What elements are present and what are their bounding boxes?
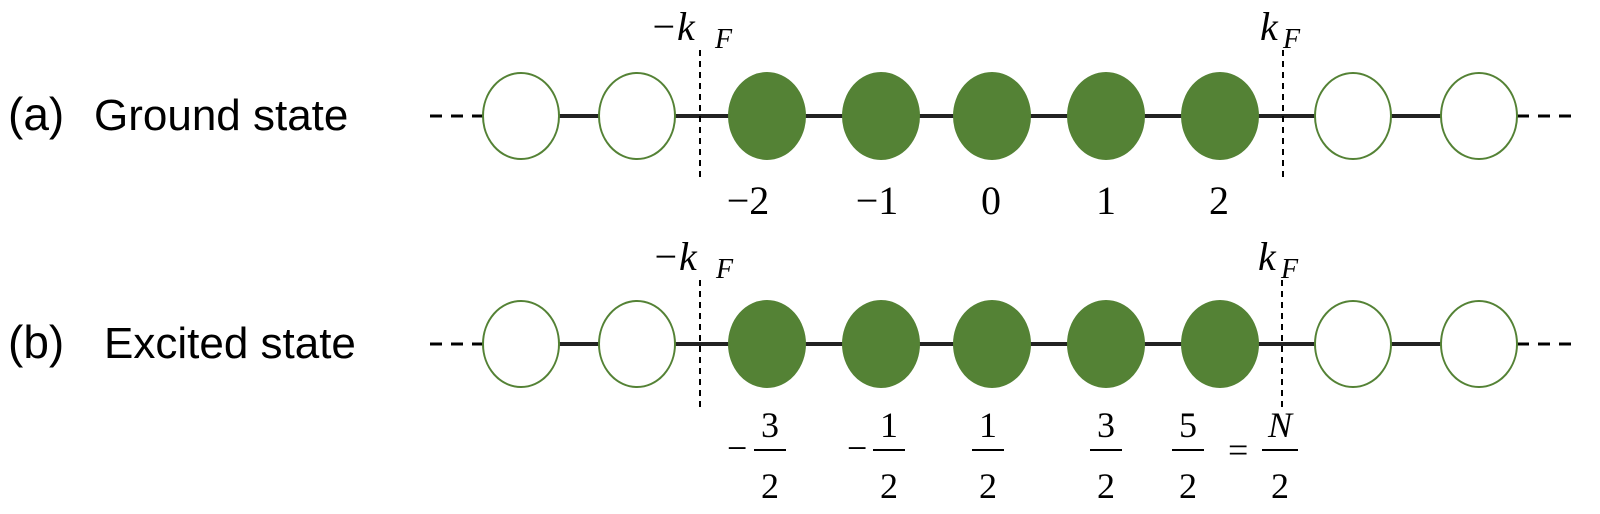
index-label: 2 — [1209, 178, 1229, 223]
fraction-num-N: N — [1267, 405, 1294, 445]
row-b-tag: (b) — [8, 316, 64, 368]
row-a-title: Ground state — [94, 91, 348, 140]
occupied-site — [728, 72, 806, 160]
occupied-site — [1181, 72, 1259, 160]
empty-site — [598, 300, 676, 388]
empty-site — [1440, 300, 1518, 388]
occupied-site — [842, 72, 920, 160]
occupied-site — [728, 300, 806, 388]
excited-state-fractions: − 3 2 − 1 2 1 2 3 2 5 — [727, 405, 1298, 506]
occupied-site — [1067, 72, 1145, 160]
kf-left-label-a: −k F — [650, 4, 733, 55]
fraction-label: − 1 2 — [847, 405, 905, 506]
fraction-label: 1 2 — [972, 405, 1004, 506]
row-excited-state: (b) Excited state −k F k F − 3 2 − 1 2 — [8, 234, 1575, 506]
occupied-site — [842, 300, 920, 388]
fraction-den: 2 — [979, 466, 997, 506]
row-b-title: Excited state — [104, 319, 356, 368]
kf-right-text-b: k — [1258, 234, 1277, 279]
kf-left-text-a: −k — [650, 4, 696, 49]
ground-state-indices: −2 −1 0 1 2 — [727, 178, 1229, 223]
index-label: −1 — [856, 178, 899, 223]
kf-left-sub-b: F — [715, 254, 734, 285]
fraction-label: 5 2 — [1172, 405, 1204, 506]
empty-site — [1314, 72, 1392, 160]
empty-site — [1314, 300, 1392, 388]
fraction-label-N: N 2 — [1262, 405, 1298, 506]
fraction-sign: − — [847, 428, 867, 468]
equals-sign: = — [1228, 430, 1248, 470]
empty-site — [1440, 72, 1518, 160]
chain-ground — [430, 72, 1575, 160]
fraction-den-N: 2 — [1271, 466, 1289, 506]
fraction-num: 5 — [1179, 405, 1197, 445]
kf-right-text-a: k — [1260, 4, 1279, 49]
index-label: 1 — [1096, 178, 1116, 223]
kf-left-text-b: −k — [652, 234, 698, 279]
index-label: 0 — [981, 178, 1001, 223]
chain-excited — [430, 300, 1575, 388]
empty-site — [482, 300, 560, 388]
fraction-den: 2 — [1097, 466, 1115, 506]
occupied-site — [1067, 300, 1145, 388]
kf-right-label-b: k F — [1258, 234, 1299, 285]
fraction-num: 1 — [979, 405, 997, 445]
occupied-site — [1181, 300, 1259, 388]
row-ground-state: (a) Ground state −k F k F −2 −1 0 1 2 — [8, 4, 1575, 223]
kf-left-sub-a: F — [714, 24, 733, 55]
occupied-site — [953, 300, 1031, 388]
fraction-num: 3 — [1097, 405, 1115, 445]
fraction-sign: − — [727, 428, 747, 468]
row-a-tag: (a) — [8, 88, 64, 140]
kf-right-label-a: k F — [1260, 4, 1301, 55]
kf-left-label-b: −k F — [652, 234, 734, 285]
empty-site — [598, 72, 676, 160]
fraction-den: 2 — [880, 466, 898, 506]
fraction-label: 3 2 — [1090, 405, 1122, 506]
index-label: −2 — [727, 178, 770, 223]
kf-right-sub-b: F — [1280, 254, 1299, 285]
kf-right-sub-a: F — [1282, 24, 1301, 55]
fraction-label: − 3 2 — [727, 405, 786, 506]
fraction-num: 1 — [880, 405, 898, 445]
fraction-den: 2 — [1179, 466, 1197, 506]
fraction-num: 3 — [761, 405, 779, 445]
fraction-den: 2 — [761, 466, 779, 506]
empty-site — [482, 72, 560, 160]
occupied-site — [953, 72, 1031, 160]
